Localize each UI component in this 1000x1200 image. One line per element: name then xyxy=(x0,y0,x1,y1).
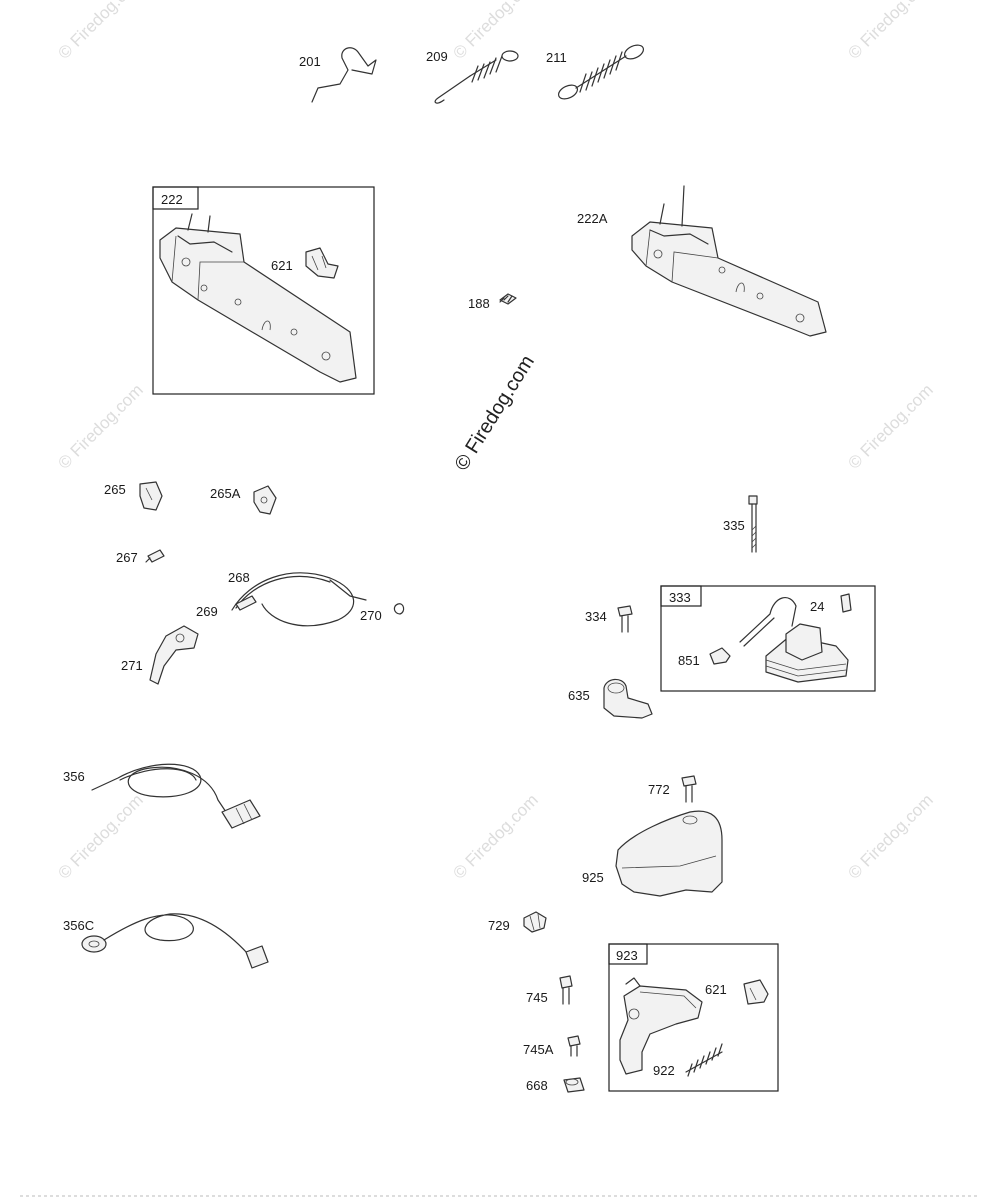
part-668: 668 xyxy=(526,1077,585,1093)
watermark: © Firedog.com xyxy=(449,0,541,63)
label-211: 211 xyxy=(546,50,567,65)
box-923-title: 923 xyxy=(616,948,638,963)
watermark: © Firedog.com xyxy=(844,0,936,63)
box-222 xyxy=(152,186,375,395)
governor-bracket-923 xyxy=(619,977,703,1075)
watermark: © Firedog.com xyxy=(449,790,541,882)
part-635: 635 xyxy=(568,678,653,719)
spring-211-coils xyxy=(575,51,627,93)
watermark: © Firedog.com xyxy=(844,790,936,882)
part-271: 271 xyxy=(121,625,199,685)
box-333 xyxy=(660,585,876,692)
part-267: 267 xyxy=(116,549,165,565)
part-222A: 222A xyxy=(577,185,827,337)
label-925: 925 xyxy=(582,870,604,885)
box-333-title: 333 xyxy=(669,590,691,605)
part-334: 334 xyxy=(585,605,633,633)
watermark: © Firedog.com xyxy=(54,380,146,472)
part-729: 729 xyxy=(488,911,547,933)
watermark: © Firedog.com xyxy=(54,0,146,63)
label-745A: 745A xyxy=(523,1042,554,1057)
label-635: 635 xyxy=(568,688,590,703)
watermark: © Firedog.com xyxy=(54,790,146,882)
label-335: 335 xyxy=(723,518,745,533)
label-729: 729 xyxy=(488,918,510,933)
label-356: 356 xyxy=(63,769,85,784)
part-211: 211 xyxy=(546,44,645,100)
label-621-b: 621 xyxy=(705,982,727,997)
clip-621-a xyxy=(305,247,339,279)
group-923: 923 621 922 xyxy=(608,943,779,1092)
label-922: 922 xyxy=(653,1063,675,1078)
box-923 xyxy=(608,943,779,1092)
label-265A: 265A xyxy=(210,486,241,501)
spring-201-shape xyxy=(311,47,377,103)
part-201: 201 xyxy=(299,47,377,103)
label-269: 269 xyxy=(196,604,218,619)
label-188: 188 xyxy=(468,296,490,311)
control-bracket-222 xyxy=(159,213,357,383)
part-265: 265 xyxy=(104,481,163,511)
label-268: 268 xyxy=(228,570,250,585)
label-356C: 356C xyxy=(63,918,94,933)
label-621-a: 621 xyxy=(271,258,293,273)
label-24: 24 xyxy=(810,599,824,614)
watermark: © Firedog.com xyxy=(844,380,936,472)
spring-209-coils xyxy=(469,55,503,83)
label-668: 668 xyxy=(526,1078,548,1093)
group-333: 333 24 851 xyxy=(660,585,876,692)
part-209: 209 xyxy=(426,49,519,104)
label-334: 334 xyxy=(585,609,607,624)
label-745: 745 xyxy=(526,990,548,1005)
part-745A: 745A xyxy=(523,1035,581,1057)
label-851: 851 xyxy=(678,653,700,668)
part-356: 356 xyxy=(63,763,261,829)
label-222A: 222A xyxy=(577,211,608,226)
group-222: 222 621 xyxy=(152,186,375,395)
label-201: 201 xyxy=(299,54,321,69)
part-356C: 356C xyxy=(63,913,269,969)
part-188: 188 xyxy=(468,293,517,311)
box-222-title: 222 xyxy=(161,192,183,207)
spring-209-link xyxy=(434,75,471,104)
label-267: 267 xyxy=(116,550,138,565)
part-335: 335 xyxy=(723,495,758,553)
part-268-wire: 268 269 270 xyxy=(196,570,405,627)
label-772: 772 xyxy=(648,782,670,797)
watermark-center: © Firedog.com xyxy=(451,352,539,475)
label-209: 209 xyxy=(426,49,448,64)
part-925: 925 xyxy=(582,810,723,897)
label-265: 265 xyxy=(104,482,126,497)
label-270: 270 xyxy=(360,608,382,623)
part-745: 745 xyxy=(526,975,573,1005)
part-265A: 265A xyxy=(210,485,277,515)
label-271: 271 xyxy=(121,658,143,673)
ignition-coil-333 xyxy=(739,597,849,683)
part-772: 772 xyxy=(648,775,697,803)
watermarks: © Firedog.com © Firedog.com © Firedog.co… xyxy=(54,0,936,883)
